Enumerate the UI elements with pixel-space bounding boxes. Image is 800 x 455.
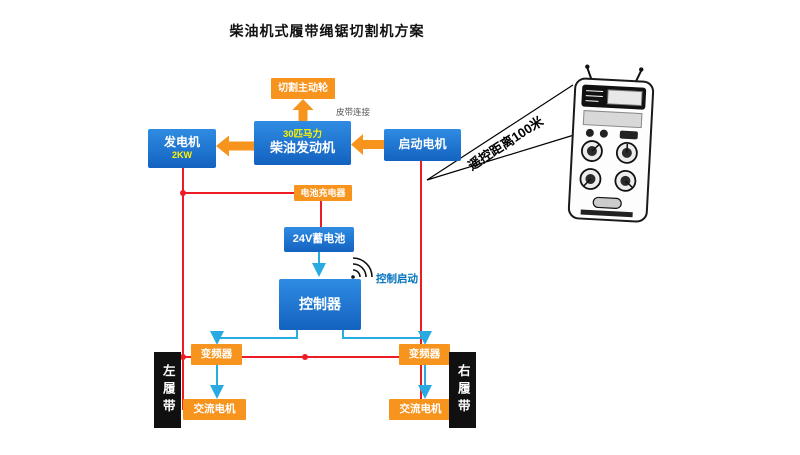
power-line-junction-dots [180, 190, 308, 360]
node-starter-motor: 启动电机 [384, 129, 461, 161]
node-track-right: 右履带 [449, 352, 476, 428]
remote-button [599, 129, 608, 138]
remote-bottom-button [592, 196, 622, 209]
starter-motor-label: 启动电机 [398, 137, 447, 152]
remote-bottom-band [580, 209, 633, 218]
track-left-label: 左履带 [160, 363, 175, 417]
control-start-label: 控制启动 [376, 273, 418, 285]
node-controller: 控制器 [279, 279, 361, 330]
node-ac-motor-right: 交流电机 [389, 399, 452, 420]
inverter-right-label: 变频器 [408, 348, 441, 361]
belt-connection-label: 皮带连接 [336, 107, 371, 117]
cutting-wheel-label: 切割主动轮 [278, 82, 328, 94]
node-track-left: 左履带 [154, 352, 181, 428]
battery-label: 24V蓄电池 [292, 233, 346, 246]
track-right-label: 右履带 [455, 363, 470, 417]
ac-motor-right-label: 交流电机 [399, 403, 442, 416]
remote-sub-display [582, 110, 643, 129]
ac-motor-left-label: 交流电机 [193, 403, 236, 416]
remote-switch [619, 130, 638, 140]
engine-to-generator-arrow [216, 135, 254, 157]
node-battery: 24V蓄电池 [284, 227, 354, 252]
generator-label: 发电机 [163, 135, 200, 150]
battery-charger-label: 电池充电器 [300, 187, 346, 198]
controller-label: 控制器 [299, 296, 341, 313]
node-ac-motor-left: 交流电机 [183, 399, 246, 420]
node-cutting-wheel: 切割主动轮 [271, 78, 335, 99]
engine-label: 柴油发动机 [269, 139, 335, 155]
node-battery-charger: 电池充电器 [294, 185, 352, 201]
node-inverter-right: 变频器 [399, 344, 450, 365]
node-diesel-engine: 30匹马力 柴油发动机 [254, 121, 351, 165]
inverter-left-label: 变频器 [200, 348, 233, 361]
remote-display [606, 89, 643, 107]
remote-signal-beam [426, 84, 575, 181]
engine-power-label: 30匹马力 [282, 129, 323, 141]
signal-lines-cyan [210, 252, 432, 399]
remote-knobs [579, 140, 638, 192]
remote-control-device [567, 64, 655, 223]
remote-button [585, 128, 594, 137]
engine-to-wheel-arrow [292, 99, 314, 121]
wifi-signal-icon [351, 257, 373, 279]
mechanical-arrows-orange [216, 99, 384, 157]
diagram-title: 柴油机式履带绳锯切割机方案 [229, 23, 425, 39]
node-inverter-left: 变频器 [191, 344, 242, 365]
starter-to-engine-arrow [351, 134, 384, 155]
generator-power-label: 2KW [172, 150, 192, 161]
node-generator: 发电机 2KW [148, 129, 216, 168]
